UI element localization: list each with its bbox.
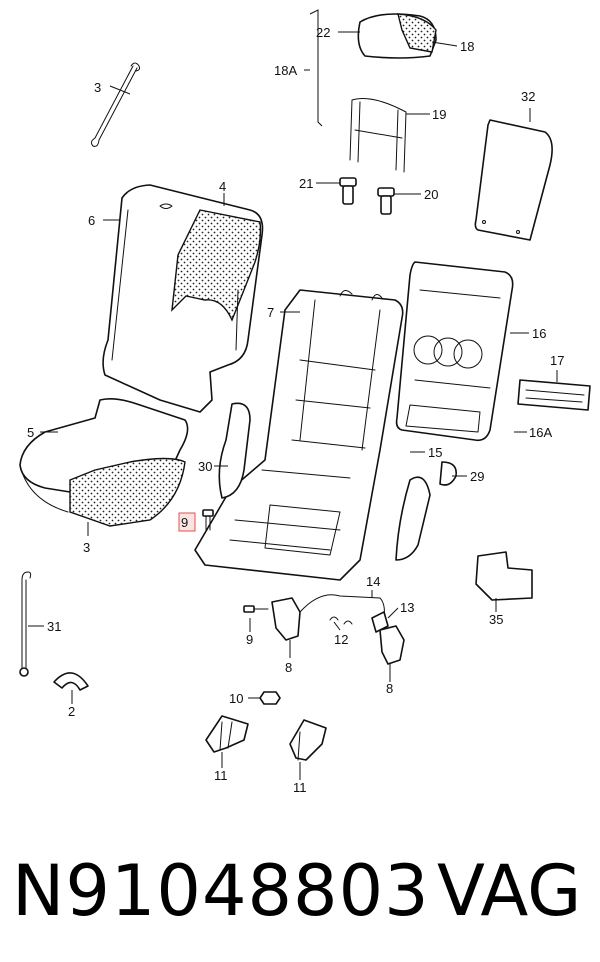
nut-part-10 [259, 691, 281, 705]
backrest-panel-part-16 [395, 261, 514, 442]
callout-8-left: 8 [285, 660, 292, 675]
clip-part-13 [371, 611, 389, 633]
callout-6: 6 [88, 213, 95, 228]
callout-8-right: 8 [386, 681, 393, 696]
rod-part-3 [90, 62, 141, 147]
callout-10: 10 [229, 691, 243, 706]
sleeve-part-20 [377, 187, 395, 215]
side-trim-part-30 [218, 402, 251, 499]
bracket-part-8-right [379, 625, 405, 665]
callout-2: 2 [68, 704, 75, 719]
side-trim-part-29 [395, 461, 458, 561]
footer: N91048803 VAG [0, 836, 600, 956]
callout-14: 14 [366, 574, 380, 589]
callout-4: 4 [219, 179, 226, 194]
callout-11-right: 11 [293, 780, 307, 795]
seat-exploded-diagram: 3 6 4 7 5 3 30 9 22 18 18A 19 21 20 32 1… [19, 9, 591, 795]
bracket-part-8-left [271, 597, 301, 641]
headrest-part-22 [357, 13, 437, 59]
callout-12: 12 [334, 632, 348, 647]
screw-part-9-lower [243, 605, 269, 613]
callout-9-lower: 9 [246, 632, 253, 647]
callout-19: 19 [432, 107, 446, 122]
callout-30: 30 [198, 459, 212, 474]
callout-18a: 18A [274, 63, 297, 78]
callout-16: 16 [532, 326, 546, 341]
callout-16a: 16A [529, 425, 552, 440]
brand-name: VAG [437, 850, 582, 932]
callout-31: 31 [47, 619, 61, 634]
highlight-box [178, 512, 196, 532]
end-cap-part-35 [475, 551, 533, 601]
hinge-part-11-left [205, 715, 249, 753]
sleeve-part-21 [339, 177, 357, 205]
callout-22: 22 [316, 25, 330, 40]
callout-35: 35 [489, 612, 503, 627]
callout-7: 7 [267, 305, 274, 320]
backrest-cover-part-6 [102, 184, 264, 413]
hinge-part-11-right [289, 719, 327, 761]
seat-cushion-part-5 [19, 398, 189, 527]
screw-part-9-upper [202, 509, 214, 531]
callout-29: 29 [470, 469, 484, 484]
rod-part-31 [19, 571, 32, 677]
callout-20: 20 [424, 187, 438, 202]
callout-17: 17 [550, 353, 564, 368]
callout-21: 21 [299, 176, 313, 191]
callout-32: 32 [521, 89, 535, 104]
leader-lines [28, 9, 558, 780]
callout-5: 5 [27, 425, 34, 440]
clip-part-2 [53, 672, 89, 691]
callout-3-bottom: 3 [83, 540, 90, 555]
callout-9-highlighted: 9 [181, 515, 188, 530]
callout-13: 13 [400, 600, 414, 615]
part-number: N91048803 [12, 850, 430, 932]
callout-15: 15 [428, 445, 442, 460]
headrest-guide-part-19 [349, 98, 407, 173]
callout-3-top: 3 [94, 80, 101, 95]
bracket-part-17 [517, 379, 591, 411]
seat-frame-part-7 [194, 289, 404, 581]
rear-panel-part-32 [474, 119, 553, 241]
cable-part-14 [299, 594, 385, 625]
callout-18: 18 [460, 39, 474, 54]
callout-11-left: 11 [214, 768, 228, 783]
callout-labels: 3 6 4 7 5 3 30 9 22 18 18A 19 21 20 32 1… [27, 25, 564, 795]
